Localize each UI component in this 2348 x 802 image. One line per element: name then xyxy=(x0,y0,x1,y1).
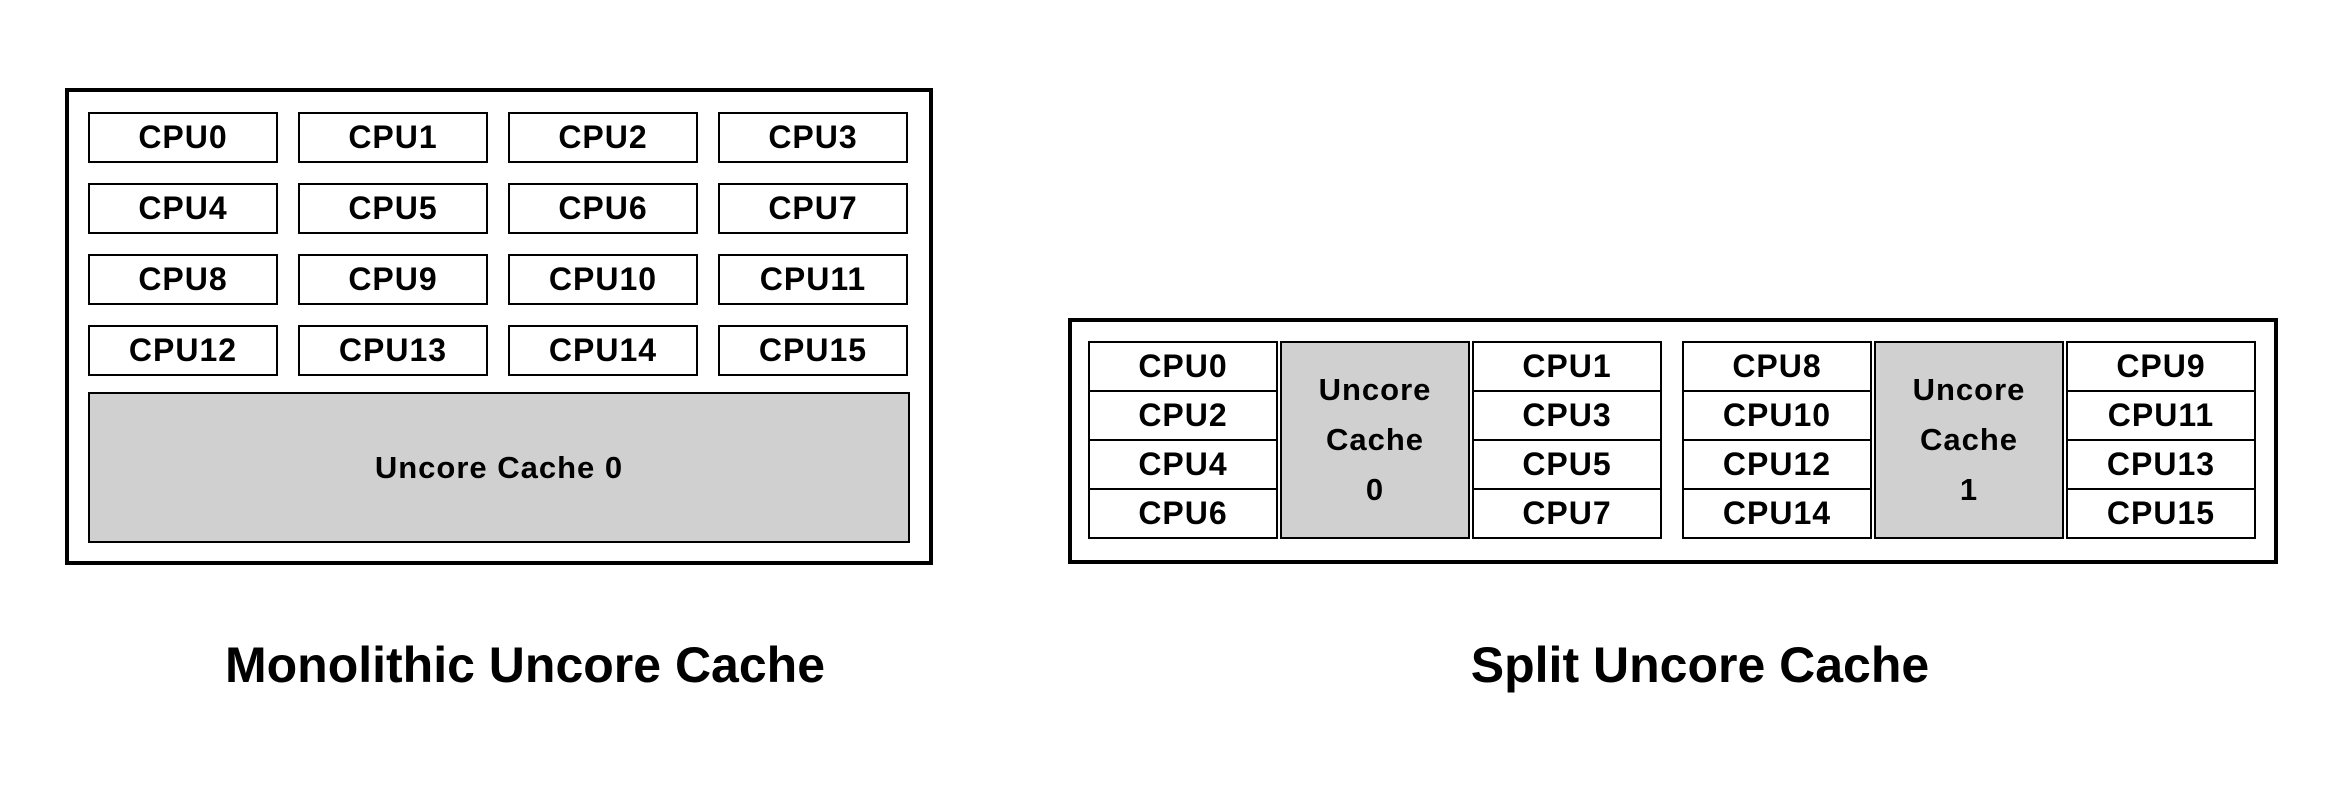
cpu-box-2: CPU2 xyxy=(508,112,698,163)
cache-group-0-left-column: CPU0 CPU2 CPU4 CPU6 xyxy=(1088,341,1278,539)
cpu-box-5: CPU5 xyxy=(298,183,488,234)
uncore-cache-0-split-box: Uncore Cache 0 xyxy=(1280,341,1470,539)
cpu-cell-3: CPU3 xyxy=(1472,390,1662,441)
uncore-cache-0-line-1: Uncore xyxy=(1318,372,1432,407)
uncore-cache-1-line-2: Cache xyxy=(1919,422,2019,457)
cpu-box-9: CPU9 xyxy=(298,254,488,305)
cpu-cell-4: CPU4 xyxy=(1088,439,1278,490)
cache-group-1-left-column: CPU8 CPU10 CPU12 CPU14 xyxy=(1682,341,1872,539)
uncore-cache-0-line-2: Cache xyxy=(1325,422,1425,457)
monolithic-caption: Monolithic Uncore Cache xyxy=(224,637,826,693)
cpu-box-7: CPU7 xyxy=(718,183,908,234)
cpu-cell-11: CPU11 xyxy=(2066,390,2256,441)
split-caption: Split Uncore Cache xyxy=(1470,637,1930,693)
cpu-box-10: CPU10 xyxy=(508,254,698,305)
cpu-cell-0: CPU0 xyxy=(1088,341,1278,392)
cpu-cell-7: CPU7 xyxy=(1472,488,1662,539)
uncore-cache-1-line-3: 1 xyxy=(1959,472,1979,507)
cpu-box-13: CPU13 xyxy=(298,325,488,376)
uncore-cache-0-line-3: 0 xyxy=(1365,472,1385,507)
cache-group-0-right-column: CPU1 CPU3 CPU5 CPU7 xyxy=(1472,341,1662,539)
cpu-box-0: CPU0 xyxy=(88,112,278,163)
uncore-cache-1-line-1: Uncore xyxy=(1912,372,2026,407)
cpu-cell-9: CPU9 xyxy=(2066,341,2256,392)
cpu-cell-8: CPU8 xyxy=(1682,341,1872,392)
uncore-cache-1-split-box: Uncore Cache 1 xyxy=(1874,341,2064,539)
cpu-box-1: CPU1 xyxy=(298,112,488,163)
cpu-box-3: CPU3 xyxy=(718,112,908,163)
cpu-box-12: CPU12 xyxy=(88,325,278,376)
cpu-cell-1: CPU1 xyxy=(1472,341,1662,392)
cpu-box-11: CPU11 xyxy=(718,254,908,305)
cpu-cell-10: CPU10 xyxy=(1682,390,1872,441)
cpu-cell-12: CPU12 xyxy=(1682,439,1872,490)
cache-group-1-right-column: CPU9 CPU11 CPU13 CPU15 xyxy=(2066,341,2256,539)
cpu-box-4: CPU4 xyxy=(88,183,278,234)
cpu-box-14: CPU14 xyxy=(508,325,698,376)
uncore-cache-0-box: Uncore Cache 0 xyxy=(88,392,910,543)
cpu-cell-6: CPU6 xyxy=(1088,488,1278,539)
cpu-box-8: CPU8 xyxy=(88,254,278,305)
cpu-box-15: CPU15 xyxy=(718,325,908,376)
monolithic-uncore-diagram: CPU0 CPU1 CPU2 CPU3 CPU4 CPU5 CPU6 CPU7 … xyxy=(65,88,933,565)
cpu-grid: CPU0 CPU1 CPU2 CPU3 CPU4 CPU5 CPU6 CPU7 … xyxy=(88,112,908,376)
cpu-cell-2: CPU2 xyxy=(1088,390,1278,441)
cpu-cell-13: CPU13 xyxy=(2066,439,2256,490)
split-uncore-diagram: CPU0 CPU2 CPU4 CPU6 Uncore Cache 0 CPU1 … xyxy=(1068,318,2278,564)
cpu-box-6: CPU6 xyxy=(508,183,698,234)
cpu-cell-14: CPU14 xyxy=(1682,488,1872,539)
cpu-cell-15: CPU15 xyxy=(2066,488,2256,539)
cache-group-1: CPU8 CPU10 CPU12 CPU14 Uncore Cache 1 CP… xyxy=(1682,341,2256,539)
cpu-cell-5: CPU5 xyxy=(1472,439,1662,490)
cache-group-0: CPU0 CPU2 CPU4 CPU6 Uncore Cache 0 CPU1 … xyxy=(1088,341,1662,539)
